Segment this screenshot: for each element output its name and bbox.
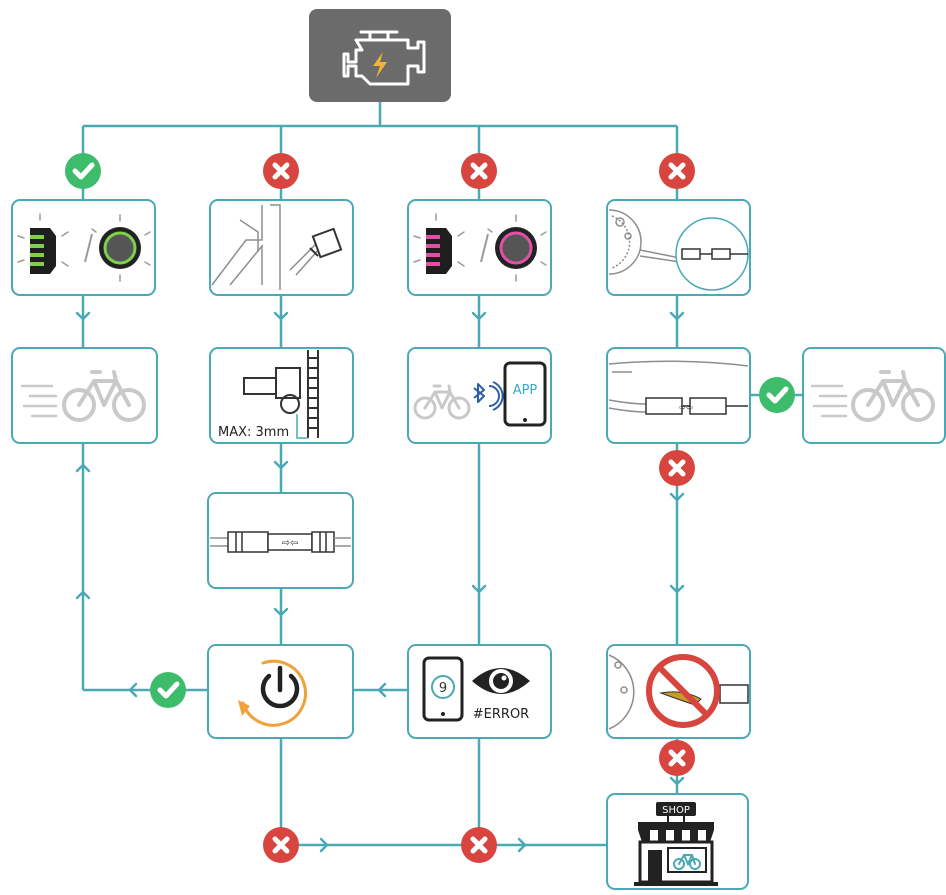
node-bike-ok xyxy=(11,347,158,444)
cross-icon xyxy=(470,836,488,854)
node-bike-shop: SHOP xyxy=(606,793,749,890)
eye-icon xyxy=(472,668,530,694)
cross-icon xyxy=(668,459,686,477)
cross-icon xyxy=(668,162,686,180)
moving-bike-icon xyxy=(20,370,146,422)
motor-hub-sketch xyxy=(608,209,749,291)
error-code-label: #ERROR xyxy=(473,707,529,722)
cable-connector-sketch: ⇨⇦ xyxy=(210,531,351,553)
cross-icon xyxy=(272,836,290,854)
phone-display-icon: 9 xyxy=(422,656,464,722)
node-sensor-sketch xyxy=(209,199,354,296)
node-bike-ok-right xyxy=(802,347,946,444)
motor-hub-sketch xyxy=(608,654,749,730)
flow-arrows xyxy=(75,311,685,853)
max-clearance-label: MAX: 3mm xyxy=(218,425,289,440)
badge-check-branch-1 xyxy=(65,153,101,189)
display-pink-icon xyxy=(413,213,465,274)
bluetooth-icon xyxy=(473,381,504,411)
no-sign-icon xyxy=(646,654,720,728)
node-display-green xyxy=(11,199,156,296)
button-green-icon xyxy=(91,214,151,282)
cross-icon xyxy=(272,162,290,180)
check-icon xyxy=(157,681,180,699)
button-pink-icon xyxy=(487,214,547,282)
connector-frame-sketch: ⇨⇦ xyxy=(608,360,749,415)
badge-cross-branch-4 xyxy=(659,153,695,189)
badge-cross-branch-3 xyxy=(461,153,497,189)
badge-cross-power-cycle xyxy=(263,827,299,863)
speed-sensor-sketch xyxy=(211,204,343,290)
start-node xyxy=(309,9,451,102)
bike-shop-icon: SHOP xyxy=(634,802,718,886)
bike-small-icon xyxy=(413,384,471,420)
power-cycle-icon xyxy=(238,659,307,727)
badge-check-power-cycle xyxy=(150,672,186,708)
node-power-cycle xyxy=(207,644,354,739)
phone-app-icon: APP xyxy=(503,361,547,427)
screen-digit: 9 xyxy=(439,681,447,696)
node-magnet-check xyxy=(606,644,751,739)
badge-cross-magnet xyxy=(659,740,695,776)
node-connector-frame: ⇨⇦ xyxy=(606,347,751,444)
svg-text:⇨⇦: ⇨⇦ xyxy=(679,403,693,412)
node-app-check: APP xyxy=(407,347,552,444)
node-sensor-gap: MAX: 3mm xyxy=(209,347,354,444)
display-green-icon xyxy=(17,213,69,274)
moving-bike-icon xyxy=(810,370,935,422)
node-error-code: 9 #ERROR xyxy=(407,644,552,739)
shop-label: SHOP xyxy=(662,805,690,816)
badge-cross-connector xyxy=(659,450,695,486)
node-connector-check: ⇨⇦ xyxy=(207,492,354,589)
badge-cross-branch-2 xyxy=(263,153,299,189)
connector-lines xyxy=(81,102,803,847)
cross-icon xyxy=(668,749,686,767)
bolt-icon xyxy=(373,52,387,78)
engine-warning-icon xyxy=(342,30,426,86)
node-display-pink xyxy=(407,199,552,296)
check-icon xyxy=(766,386,789,404)
svg-text:⇨⇦: ⇨⇦ xyxy=(282,538,299,549)
app-label: APP xyxy=(513,383,538,398)
cross-icon xyxy=(470,162,488,180)
node-motor-connector xyxy=(606,199,751,296)
badge-cross-error-code xyxy=(461,827,497,863)
check-icon xyxy=(72,162,95,180)
sensor-gap-sketch xyxy=(243,350,319,439)
badge-check-connector xyxy=(759,377,795,413)
